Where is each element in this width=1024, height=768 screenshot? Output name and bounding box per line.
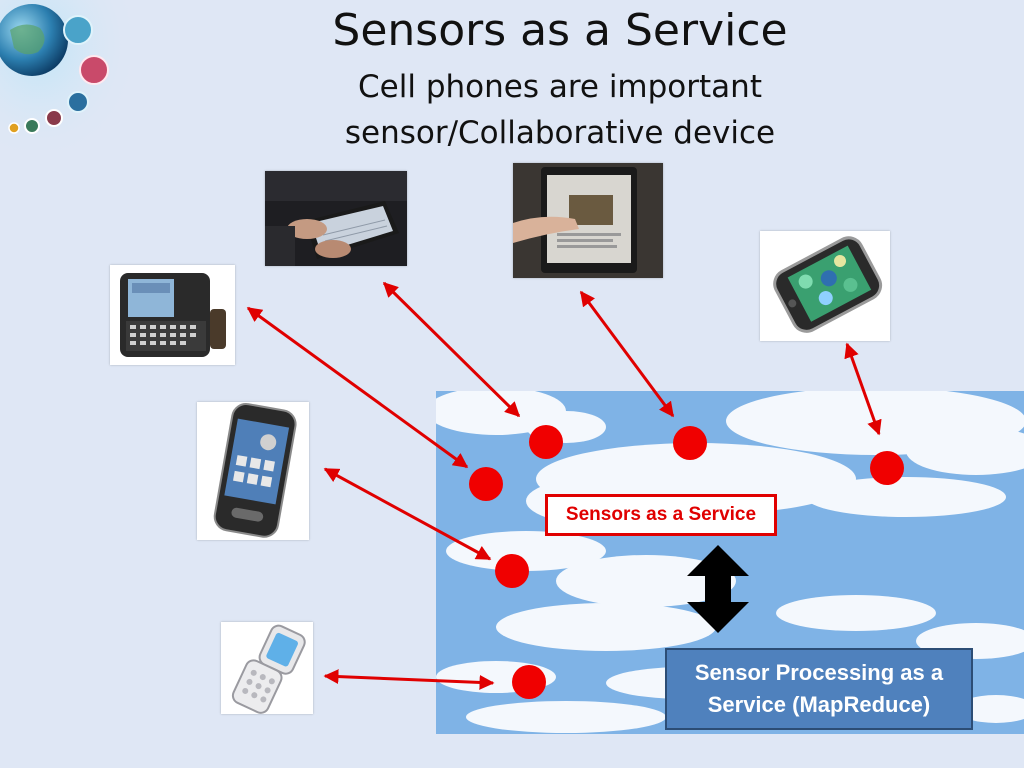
processing-service-box: Sensor Processing as a Service (MapReduc… <box>665 648 973 730</box>
slide-subtitle: Cell phones are important sensor/Collabo… <box>210 64 910 156</box>
photo-ebook-reader <box>513 163 663 278</box>
slide-title: Sensors as a Service <box>332 5 788 56</box>
arrow-touch-phone <box>323 467 492 561</box>
slider-phone-icon <box>110 265 235 365</box>
processing-label-line-1: Sensor Processing as a <box>694 660 944 685</box>
sensors-service-label: Sensors as a Service <box>565 504 757 525</box>
processing-label-line-2: Service (MapReduce) <box>707 692 931 717</box>
sensor-node-6 <box>512 665 546 699</box>
ereader-icon <box>513 163 663 278</box>
flip-phone-icon <box>221 622 313 714</box>
sensor-node-4 <box>469 467 503 501</box>
sensor-node-5 <box>495 554 529 588</box>
photo-iphone <box>760 231 890 341</box>
arrow-iphone <box>844 342 882 436</box>
subtitle-line-1: Cell phones are important <box>358 69 762 105</box>
sensor-node-3 <box>870 451 904 485</box>
arrow-tablet <box>382 281 521 418</box>
sensors-service-box: Sensors as a Service <box>545 494 777 536</box>
sensor-node-1 <box>529 425 563 459</box>
arrow-slider-phone <box>246 306 469 469</box>
photo-tablet <box>265 171 407 266</box>
photo-slider-phone <box>110 265 235 365</box>
sensor-node-2 <box>673 426 707 460</box>
subtitle-line-2: sensor/Collaborative device <box>344 115 776 151</box>
arrow-flip-phone <box>323 669 495 690</box>
arrow-ebook-reader <box>579 290 675 418</box>
double-arrow-icon <box>687 545 749 633</box>
tablet-icon <box>265 171 407 266</box>
photo-flip-phone <box>221 622 313 714</box>
iphone-icon <box>760 231 890 341</box>
globe-logo-icon <box>0 0 130 150</box>
